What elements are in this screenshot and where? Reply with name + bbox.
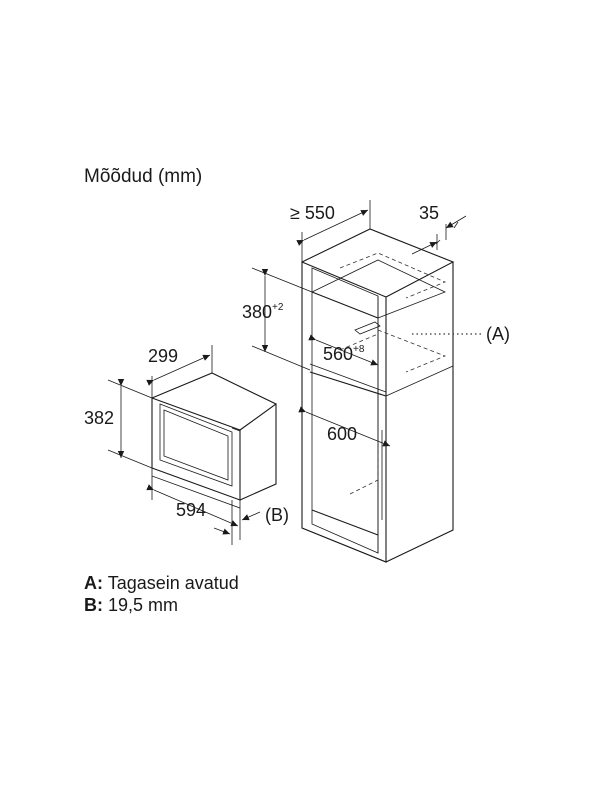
legend-text-b: 19,5 mm (108, 595, 179, 615)
dim-device-depth (146, 345, 213, 398)
dim-niche-width (308, 334, 379, 366)
label-niche-height: 380+2 (242, 302, 284, 322)
marker-a: (A) (486, 324, 510, 344)
legend-item-a: A: Tagasein avatud (84, 572, 239, 594)
legend-key-b: B: (84, 595, 103, 615)
marker-b: (B) (265, 505, 289, 525)
page-title: Mõõdud (mm) (84, 166, 203, 187)
label-device-depth: 299 (148, 346, 178, 366)
dim-device-width (146, 476, 241, 540)
label-cabinet-width: 600 (327, 424, 357, 444)
dim-device-height (107, 379, 153, 469)
label-niche-width-tol: +8 (353, 344, 365, 355)
oven-device (151, 372, 278, 509)
legend-key-a: A: (84, 573, 103, 593)
label-vent-gap: 35 (419, 203, 439, 223)
tall-cabinet (301, 228, 455, 563)
label-device-width: 594 (176, 500, 206, 520)
legend-item-b: B: 19,5 mm (84, 594, 178, 616)
label-niche-height-tol: +2 (272, 302, 284, 313)
dim-b-gap (213, 500, 261, 545)
label-niche-depth: ≥ 550 (290, 203, 335, 223)
legend-text-a: Tagasein avatud (107, 573, 239, 593)
dim-vent-gap (411, 215, 467, 255)
label-niche-width: 560+8 (323, 344, 365, 364)
dim-cabinet-width (298, 406, 391, 447)
dim-niche-depth (296, 200, 371, 262)
label-device-height: 382 (84, 408, 114, 428)
dim-niche-height (251, 267, 313, 371)
